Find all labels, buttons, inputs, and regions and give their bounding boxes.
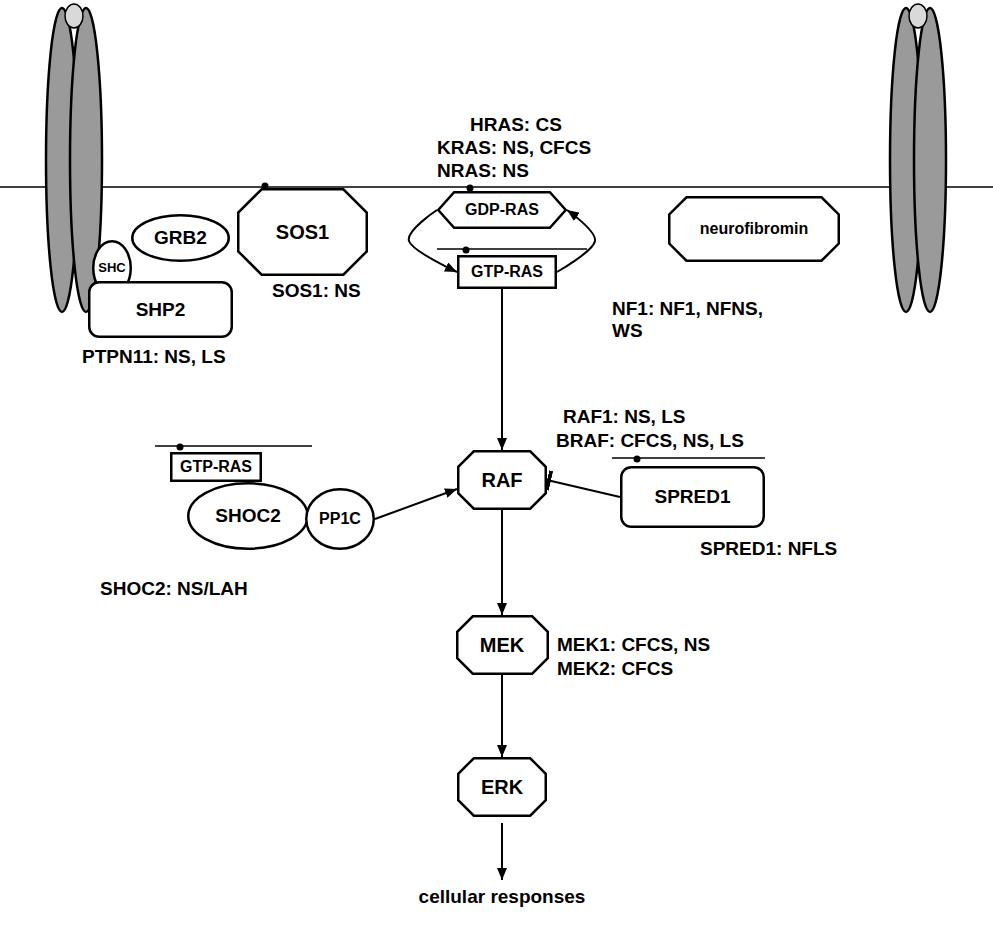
receptor-ligand <box>65 4 83 28</box>
gene-syndrome-label: SOS1: NS <box>272 280 361 302</box>
receptor-right <box>890 4 946 312</box>
node-text: SPRED1 <box>654 486 730 508</box>
rect-node: GTP-RAS <box>170 452 262 482</box>
hex-node: GDP-RAS <box>437 191 567 229</box>
rect-node: GTP-RAS <box>457 255 557 289</box>
node-text: PP1C <box>319 510 361 528</box>
node-text: GRB2 <box>154 227 207 249</box>
gene-syndrome-label: MEK2: CFCS <box>557 658 673 680</box>
ell-node: GRB2 <box>131 214 230 262</box>
cell-membrane <box>0 186 993 188</box>
receptor-chain <box>914 8 946 312</box>
round-node: SPRED1 <box>620 466 765 528</box>
gene-syndrome-label: HRAS: CS <box>470 114 562 136</box>
gene-syndrome-label: SHOC2: NS/LAH <box>100 578 248 600</box>
node-text: GDP-RAS <box>465 201 539 219</box>
hex-shape <box>438 192 566 228</box>
oct-node: ERK <box>457 757 547 817</box>
node-text: SOS1 <box>276 221 329 244</box>
node-text: GTP-RAS <box>180 458 252 476</box>
node-text: SHC <box>98 261 125 276</box>
oct-shape <box>457 616 548 674</box>
oct-node: SOS1 <box>237 188 368 276</box>
lipid-anchor-dot <box>467 185 474 192</box>
ell-node: PP1C <box>305 488 375 550</box>
ell-shape <box>188 483 308 549</box>
output-label: cellular responses <box>419 886 586 908</box>
gene-syndrome-label: NF1: NF1, NFNS, WS <box>612 298 782 342</box>
inhibition-connector <box>547 480 620 497</box>
rect-shape <box>458 256 556 288</box>
gene-syndrome-label: RAF1: NS, LS <box>563 406 685 428</box>
oct-shape <box>238 189 367 275</box>
node-text: SHOC2 <box>215 505 280 527</box>
node-text: GTP-RAS <box>471 263 543 281</box>
oct-node: MEK <box>456 615 549 675</box>
oct-node: neurofibromin <box>668 196 840 262</box>
membrane-segment <box>437 248 587 250</box>
activation-arrow <box>557 210 595 272</box>
node-text: MEK <box>480 634 524 657</box>
node-text: RAF <box>481 469 522 492</box>
gene-syndrome-label: MEK1: CFCS, NS <box>557 634 710 656</box>
gene-syndrome-label: BRAF: CFCS, NS, LS <box>556 430 744 452</box>
lipid-anchor-dot <box>177 444 184 451</box>
gene-syndrome-label: SPRED1: NFLS <box>700 538 837 560</box>
activation-arrow <box>501 510 503 615</box>
node-text: ERK <box>481 776 523 799</box>
gene-syndrome-label: NRAS: NS <box>437 160 529 182</box>
node-text: neurofibromin <box>700 220 808 238</box>
gene-syndrome-label: PTPN11: NS, LS <box>82 346 226 368</box>
oct-node: RAF <box>457 450 547 510</box>
lipid-anchor-dot <box>634 456 641 463</box>
ell-node: SHOC2 <box>187 482 309 550</box>
round-node: SHP2 <box>88 281 233 338</box>
activation-arrow <box>501 675 503 757</box>
receptor-ligand <box>909 4 927 28</box>
round-shape <box>89 282 232 337</box>
rect-shape <box>171 453 261 481</box>
activation-arrow <box>501 289 503 450</box>
ell-shape <box>306 489 374 549</box>
activation-arrow <box>375 489 457 519</box>
node-text: SHP2 <box>136 299 186 321</box>
gene-syndrome-label: KRAS: NS, CFCS <box>437 137 591 159</box>
ell-shape <box>132 215 229 261</box>
oct-shape <box>458 758 546 816</box>
oct-shape <box>458 451 546 509</box>
oct-shape <box>669 197 839 261</box>
round-shape <box>621 467 764 527</box>
lipid-anchor-dot <box>463 247 470 254</box>
output-arrow <box>501 823 503 880</box>
